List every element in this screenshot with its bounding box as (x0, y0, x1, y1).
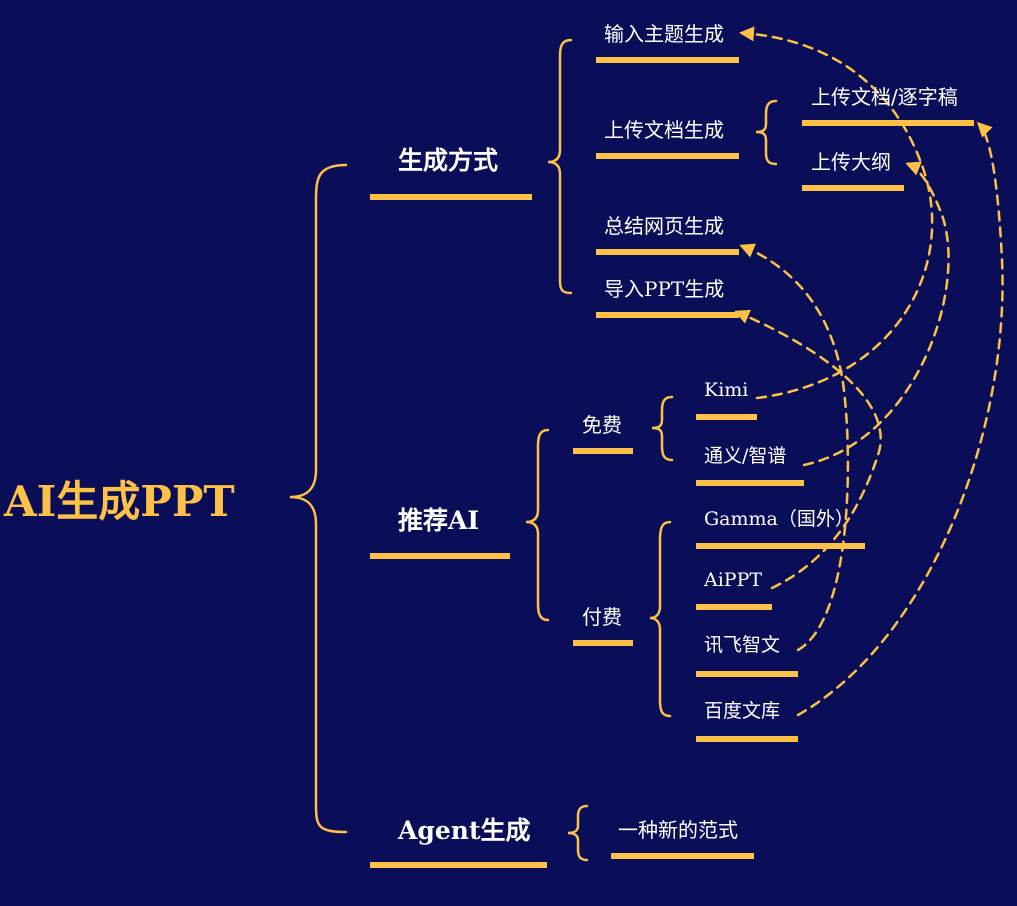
ai-aippt: AiPPT (704, 569, 763, 591)
arrow-baidu-to-verbatim (796, 121, 1004, 717)
category-paid: 付费 (582, 605, 622, 629)
free-brace (651, 395, 674, 462)
item-import-ppt: 导入PPT生成 (604, 277, 725, 301)
generation-brace (547, 38, 573, 295)
branch-recommended-label: 推荐AI (398, 506, 480, 535)
branch-agent-label: Agent生成 (398, 816, 531, 845)
item-webpage: 总结网页生成 (604, 214, 724, 238)
arrow-kimi-to-topic (739, 26, 934, 400)
root-brace (289, 163, 348, 834)
item-upload-verbatim: 上传文档/逐字稿 (811, 85, 958, 109)
ai-gamma: Gamma（国外） (704, 508, 854, 530)
category-free: 免费 (582, 413, 622, 437)
underlines (370, 57, 974, 868)
branch-generation-label: 生成方式 (398, 146, 499, 175)
recommended-brace (525, 428, 550, 622)
item-upload-doc: 上传文档生成 (604, 118, 724, 142)
root-title: AI生成PPT (4, 477, 235, 526)
upload-doc-brace (755, 99, 778, 166)
paid-brace (649, 520, 672, 718)
item-topic: 输入主题生成 (604, 22, 724, 46)
ai-baidu-wenku: 百度文库 (704, 700, 781, 722)
ai-tongyi-zhipu: 通义/智谱 (704, 445, 787, 467)
arrow-aippt-to-import (734, 309, 882, 590)
item-agent-paradigm: 一种新的范式 (618, 818, 738, 842)
agent-brace (567, 804, 589, 862)
arrows (734, 26, 1004, 717)
ai-xunfei: 讯飞智文 (704, 634, 781, 656)
arrow-xunfei-to-webpage (739, 243, 850, 652)
ai-kimi: Kimi (704, 379, 749, 401)
arrow-tongyi-to-outline (802, 161, 950, 467)
item-upload-outline: 上传大纲 (811, 150, 891, 174)
